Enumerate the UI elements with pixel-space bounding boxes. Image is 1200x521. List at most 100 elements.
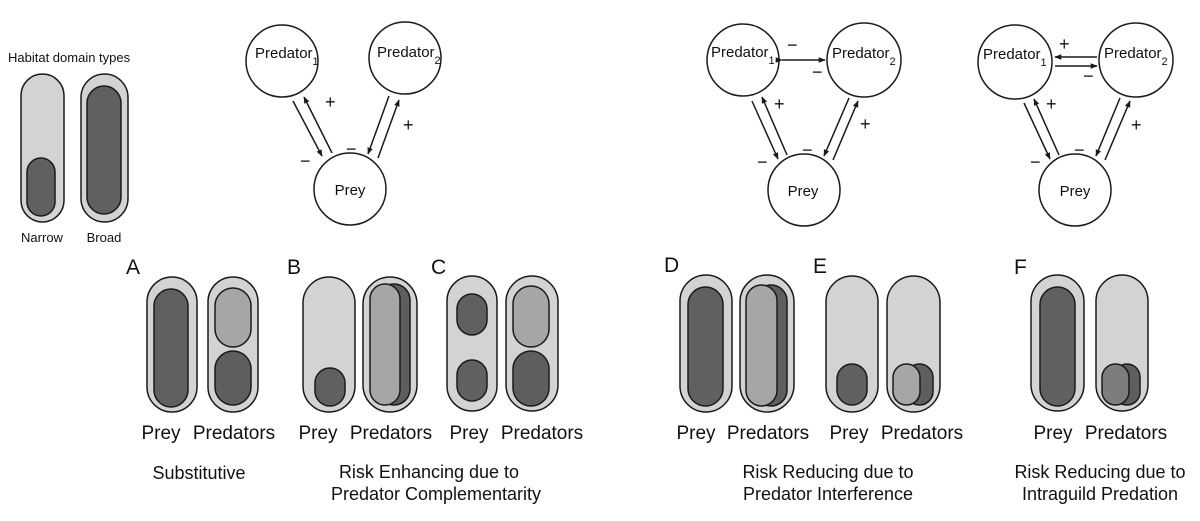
predator-2-node — [368, 21, 442, 95]
predator-1-node — [245, 24, 319, 98]
predator-2-domain — [214, 350, 252, 406]
caption-substitutive: Substitutive — [152, 463, 245, 483]
panel-letter: B — [287, 256, 301, 279]
prey-caption: Prey — [298, 423, 338, 444]
sign-minus: − — [1030, 152, 1041, 172]
prey-domain-upper — [456, 293, 488, 336]
predator-1-domain — [1101, 363, 1130, 406]
legend-title: Habitat domain types — [8, 50, 131, 65]
interaction-network-middle: Predator1 Predator2 Prey − − + + − − — [706, 22, 902, 227]
prey-label: Prey — [788, 183, 819, 200]
predator-1-label: Predator1 — [983, 46, 1047, 69]
sign-plus: + — [774, 94, 785, 114]
arrow-pred2-to-prey — [1095, 97, 1121, 157]
predator-1-domain — [745, 284, 778, 407]
prey-node — [1038, 153, 1112, 227]
predator-2-label: Predator2 — [1104, 45, 1168, 68]
predator-2-label: Predator2 — [377, 44, 441, 67]
legend-narrow-label: Narrow — [21, 230, 64, 245]
prey-caption: Prey — [829, 423, 869, 444]
arrow-prey-to-pred2 — [832, 100, 859, 161]
prey-node — [767, 153, 841, 227]
prey-domain-lower — [456, 359, 488, 402]
sign-minus: − — [787, 35, 798, 55]
predators-caption: Predators — [193, 423, 275, 444]
sign-plus: + — [1131, 115, 1142, 135]
predator-2-node — [826, 22, 902, 98]
caption-interference-line1: Risk Reducing due to — [742, 462, 913, 482]
predator-1-domain — [214, 287, 252, 348]
caption-intraguild-line2: Intraguild Predation — [1022, 484, 1178, 504]
legend-broad-label: Broad — [87, 230, 122, 245]
caption-intraguild-line1: Risk Reducing due to — [1014, 462, 1185, 482]
legend-narrow-domain — [26, 157, 56, 217]
prey-caption: Prey — [449, 423, 489, 444]
arrow-pred1-to-prey — [1023, 102, 1051, 160]
caption-interference-line2: Predator Interference — [743, 484, 913, 504]
arrow-pred1-to-prey — [751, 100, 779, 160]
prey-label: Prey — [335, 182, 366, 199]
arrow-prey-to-pred1 — [1033, 98, 1060, 156]
legend-broad-domain — [86, 85, 122, 215]
predator-1-node — [977, 24, 1053, 100]
sign-minus: − — [802, 140, 813, 160]
predators-caption: Predators — [501, 423, 583, 444]
panel-a: A Prey Predators — [126, 256, 275, 444]
panel-letter: F — [1014, 256, 1027, 279]
sign-minus: − — [346, 139, 357, 159]
legend: Habitat domain types Narrow Broad — [8, 50, 131, 245]
sign-minus: − — [300, 151, 311, 171]
sign-plus: + — [1046, 94, 1057, 114]
prey-domain — [314, 367, 346, 407]
predators-caption: Predators — [1085, 423, 1167, 444]
sign-plus: + — [1059, 34, 1070, 54]
predators-caption: Predators — [350, 423, 432, 444]
arrow-prey-to-pred2 — [1104, 100, 1131, 161]
predator-1-domain — [892, 363, 921, 406]
panel-c: C Prey Predators — [431, 256, 583, 444]
arrow-prey-to-pred2 — [377, 99, 400, 159]
panel-letter: D — [664, 254, 679, 277]
sign-plus: + — [325, 92, 336, 112]
caption-risk-enhancing-line1: Risk Enhancing due to — [339, 462, 519, 482]
sign-minus: − — [757, 152, 768, 172]
panel-letter: A — [126, 256, 140, 279]
prey-domain — [836, 363, 868, 406]
sign-plus: + — [860, 114, 871, 134]
predator-1-label: Predator1 — [711, 44, 775, 67]
arrow-prey-to-pred1 — [761, 96, 788, 156]
panel-e: E Prey Predators — [813, 255, 963, 444]
predator-1-label: Predator1 — [255, 45, 319, 68]
prey-domain — [153, 288, 189, 408]
prey-node — [313, 152, 387, 226]
sign-minus: − — [1083, 66, 1094, 86]
prey-caption: Prey — [676, 423, 716, 444]
panel-f: F Prey Predators — [1014, 256, 1167, 444]
sign-minus: − — [812, 62, 823, 82]
panel-letter: E — [813, 255, 827, 278]
arrow-prey-to-pred1 — [303, 96, 333, 154]
prey-caption: Prey — [1033, 423, 1073, 444]
predator-1-domain — [512, 285, 550, 348]
panel-b: B Prey Predators — [287, 256, 432, 444]
interaction-network-left: Predator1 Predator2 Prey + + − − — [245, 21, 442, 226]
sign-minus: − — [1074, 140, 1085, 160]
interaction-network-right: Predator1 Predator2 Prey + − + + − − — [977, 22, 1174, 227]
sign-plus: + — [403, 115, 414, 135]
predator-2-domain — [512, 350, 550, 407]
arrow-pred2-to-prey — [823, 97, 850, 157]
arrow-pred1-to-prey — [292, 100, 323, 157]
arrow-pred2-to-prey — [367, 95, 390, 155]
prey-domain — [687, 286, 724, 407]
predators-caption: Predators — [881, 423, 963, 444]
predator-2-label: Predator2 — [832, 45, 896, 68]
predators-caption: Predators — [727, 423, 809, 444]
panel-letter: C — [431, 256, 446, 279]
predator-2-node — [1098, 22, 1174, 98]
caption-risk-enhancing-line2: Predator Complementarity — [331, 484, 541, 504]
prey-label: Prey — [1060, 183, 1091, 200]
prey-domain — [1039, 286, 1076, 407]
predator-1-domain — [369, 283, 401, 406]
prey-caption: Prey — [141, 423, 181, 444]
